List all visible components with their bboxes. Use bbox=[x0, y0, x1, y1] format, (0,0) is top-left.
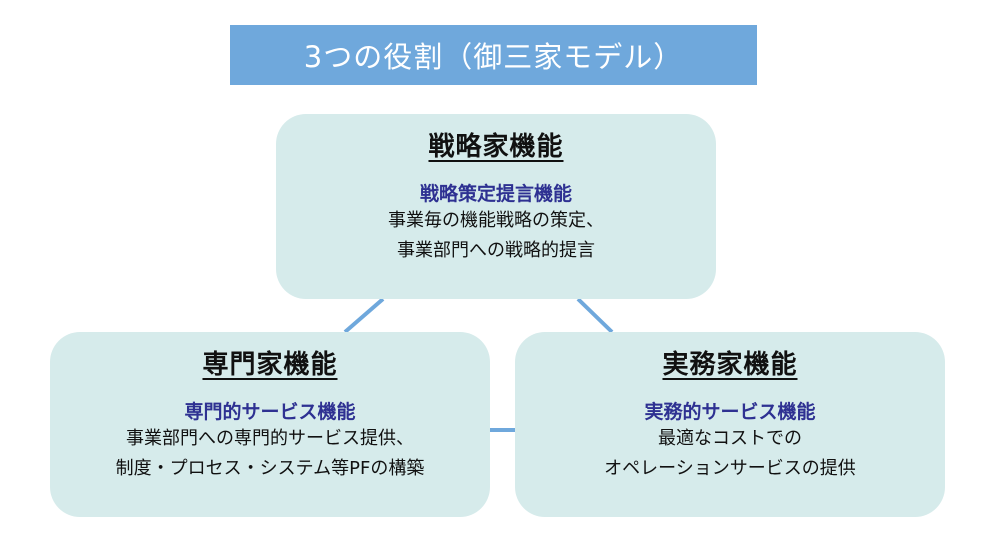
specialist-heading: 専門家機能 bbox=[202, 350, 338, 380]
operations-description-line-2: オペレーションサービスの提供 bbox=[604, 458, 856, 479]
operations-heading: 実務家機能 bbox=[662, 350, 798, 380]
operations-description-line-1: 最適なコストでの bbox=[658, 428, 802, 449]
operations-role-box: 実務家機能 実務的サービス機能 最適なコストでの オペレーションサービスの提供 bbox=[515, 332, 945, 517]
title-banner: 3つの役割（御三家モデル） bbox=[230, 25, 757, 85]
strategist-role-box: 戦略家機能 戦略策定提言機能 事業毎の機能戦略の策定、 事業部門への戦略的提言 bbox=[276, 114, 716, 299]
operations-subheading: 実務的サービス機能 bbox=[644, 401, 816, 423]
connector-strategist-specialist bbox=[343, 297, 385, 334]
specialist-role-box: 専門家機能 専門的サービス機能 事業部門への専門的サービス提供、 制度・プロセス… bbox=[50, 332, 490, 517]
specialist-description-line-1: 事業部門への専門的サービス提供、 bbox=[126, 428, 414, 449]
strategist-subheading: 戦略策定提言機能 bbox=[419, 183, 572, 205]
connector-strategist-operations bbox=[576, 297, 614, 334]
strategist-heading: 戦略家機能 bbox=[428, 132, 564, 162]
strategist-description-line-2: 事業部門への戦略的提言 bbox=[397, 240, 595, 261]
diagram-title: 3つの役割（御三家モデル） bbox=[303, 40, 684, 74]
specialist-subheading: 専門的サービス機能 bbox=[184, 401, 356, 423]
strategist-description-line-1: 事業毎の機能戦略の策定、 bbox=[388, 210, 604, 231]
specialist-description-line-2: 制度・プロセス・システム等PFの構築 bbox=[115, 458, 425, 479]
